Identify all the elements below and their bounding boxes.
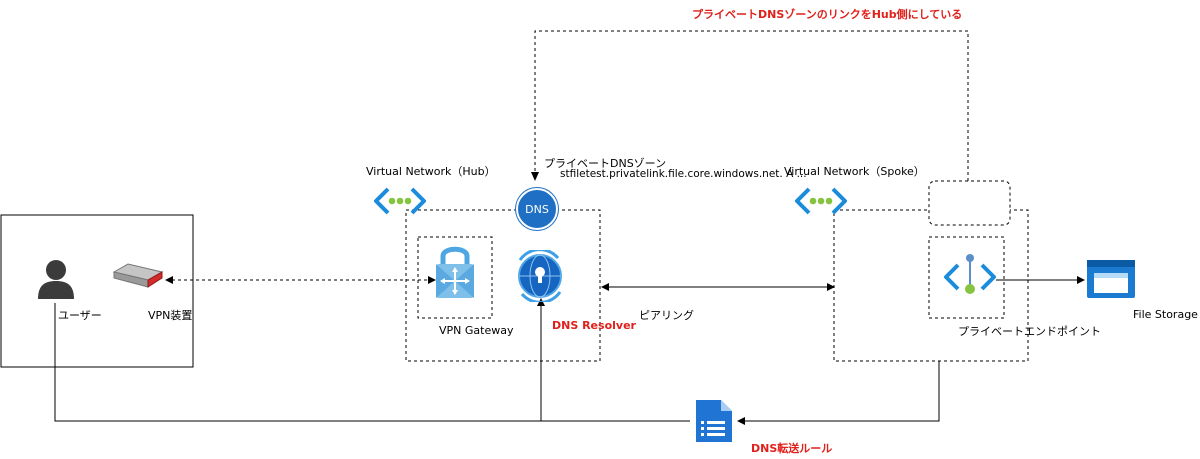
vpn-gateway-box — [417, 236, 493, 319]
spoke-vnet-icon — [795, 187, 847, 215]
spoke-vnet-label: Virtual Network（Spoke） — [784, 165, 925, 178]
user-query-connector — [54, 303, 542, 422]
spoke-ruleset-arrowhead — [737, 417, 745, 425]
user-label: ユーザー — [58, 309, 102, 322]
vpn-tunnel-arrowhead-right — [428, 276, 436, 284]
private-dns-link-box — [928, 180, 1011, 226]
vpn-device-label: VPN装置 — [148, 309, 193, 322]
dns-resolver-icon — [518, 250, 562, 302]
hub-vnet-boundary — [405, 209, 601, 362]
dns-zone-link-connector — [534, 30, 969, 181]
private-dns-zone-title: プライベートDNSゾーン — [544, 157, 667, 170]
private-endpoint-box — [928, 236, 1005, 319]
vpn-device-icon — [112, 263, 164, 288]
file-storage-label: File Storage — [1133, 308, 1198, 321]
dns-resolver-label: DNS Resolver — [552, 319, 636, 332]
user-icon — [38, 260, 74, 299]
forwarding-ruleset-icon — [696, 400, 732, 442]
private-endpoint-label: プライベートエンドポイント — [958, 325, 1101, 338]
vpn-gateway-label: VPN Gateway — [439, 324, 514, 337]
dns-badge-text: DNS — [525, 202, 549, 216]
peering-arrowhead-right — [827, 283, 835, 291]
vpn-tunnel-arrowhead-left — [165, 276, 173, 284]
dns-zone-link-arrowhead — [531, 172, 539, 181]
spoke-ruleset-connector — [745, 361, 940, 422]
file-storage-icon — [1087, 260, 1135, 298]
top-annotation: プライベートDNSゾーンのリンクをHub側にしている — [692, 8, 963, 21]
storage-arrowhead — [1077, 276, 1085, 284]
peering-label: ピアリング — [639, 309, 694, 322]
forwarding-rule-label: DNS転送ルール — [751, 442, 833, 455]
user-query-arrowhead — [537, 298, 545, 306]
dns-zone-icon: DNS — [516, 188, 558, 230]
vpn-gateway-icon — [436, 246, 474, 298]
hub-vnet-icon — [374, 187, 426, 215]
private-dns-zone-record: stfiletest.privatelink.file.core.windows… — [560, 168, 807, 180]
private-endpoint-icon — [944, 254, 996, 294]
on-premises-box — [0, 214, 194, 368]
peering-arrowhead-left — [601, 283, 609, 291]
hub-vnet-label: Virtual Network（Hub） — [366, 165, 496, 178]
